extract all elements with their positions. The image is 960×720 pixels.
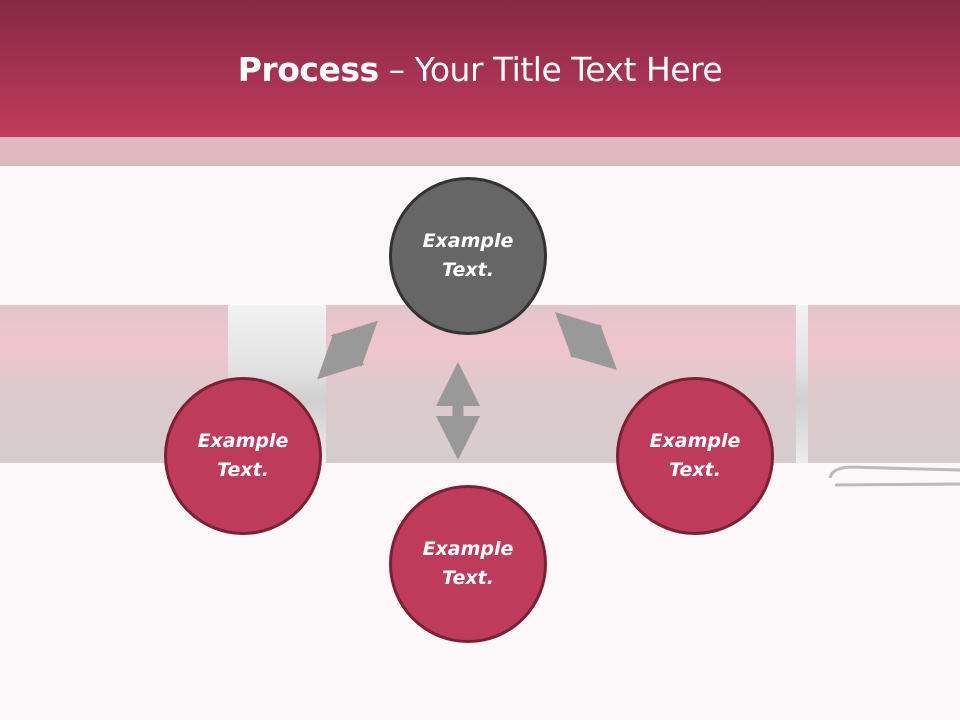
node-label: Text. [442,259,494,281]
node-label: Example [422,230,514,252]
node-label: Text. [217,459,269,481]
node-top[interactable]: Example Text. [389,177,547,335]
node-label: Example [649,430,741,452]
title-banner [0,0,960,137]
slide-title[interactable]: Process – Your Title Text Here [0,50,960,89]
double-arrow-left [317,320,378,380]
node-label: Text. [669,459,721,481]
title-underband [0,137,960,166]
node-bottom[interactable]: Example Text. [389,485,547,643]
node-right[interactable]: Example Text. [616,377,774,535]
node-left[interactable]: Example Text. [164,377,322,535]
node-label: Example [197,430,289,452]
pen-clip [828,465,960,487]
title-bold: Process [237,50,379,89]
node-label: Example [422,538,514,560]
title-rest: – Your Title Text Here [378,50,723,89]
double-arrow-right [554,311,618,371]
node-label: Text. [442,567,494,589]
